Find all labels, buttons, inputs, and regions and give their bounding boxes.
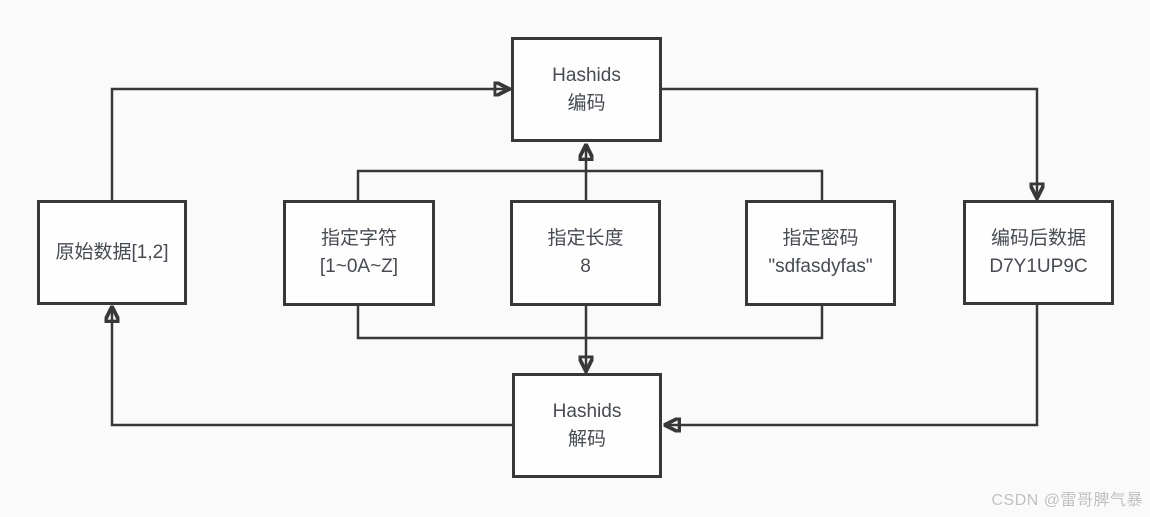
node-charset-param: 指定字符 [1~0A~Z]: [283, 200, 435, 306]
edge-encode-to-encoded: [662, 87, 1037, 197]
edge-decode-to-raw: [112, 308, 512, 427]
node-encoded-data: 编码后数据 D7Y1UP9C: [963, 200, 1114, 305]
node-raw-data: 原始数据[1,2]: [37, 200, 187, 305]
node-label: 指定长度: [547, 228, 624, 249]
node-label: "sdfasdyfas": [768, 256, 873, 277]
edge-params-bottom-connector: [356, 306, 824, 340]
node-label: Hashids: [552, 64, 621, 86]
node-label: 原始数据[1,2]: [55, 241, 169, 263]
node-hashids-encode: Hashids 编码: [511, 37, 662, 142]
node-label: 编码: [567, 92, 606, 114]
node-label: 指定密码: [782, 228, 859, 249]
node-label: D7Y1UP9C: [989, 255, 1088, 277]
node-label: 8: [580, 256, 591, 277]
node-label: 编码后数据: [990, 227, 1086, 249]
edge-params-top-connector: [356, 169, 824, 200]
node-label: 解码: [567, 428, 606, 450]
node-hashids-decode: Hashids 解码: [512, 373, 662, 478]
node-salt-param: 指定密码 "sdfasdyfas": [745, 200, 896, 306]
csdn-watermark: CSDN @雷哥脾气暴: [991, 492, 1143, 509]
node-label: 指定字符: [320, 228, 397, 249]
edge-encoded-to-decode: [666, 305, 1039, 425]
node-label: Hashids: [552, 400, 622, 422]
node-length-param: 指定长度 8: [510, 200, 661, 306]
edge-raw-to-encode: [110, 89, 508, 200]
node-label: [1~0A~Z]: [319, 256, 399, 277]
